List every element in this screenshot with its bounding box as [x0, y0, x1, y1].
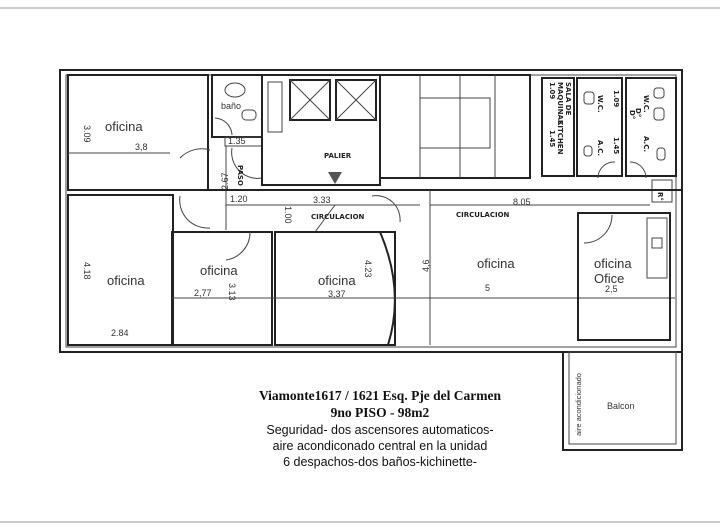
passage-dim: 2.67: [220, 172, 230, 190]
sink-icon: [651, 237, 663, 249]
machine-room-label-1: SALA DE: [564, 82, 572, 116]
kitchen-label: KITCHEN: [556, 120, 564, 155]
wc-1-walls: [576, 77, 623, 177]
riser-label: R°: [656, 192, 664, 201]
floor-caption: 9no PISO - 98m2: [330, 405, 430, 420]
circulation-right-length: 8.05: [513, 197, 531, 207]
balcony-label: Balcon: [607, 401, 635, 411]
circulation-left-width: 1.00: [283, 206, 293, 224]
bathroom-label: baño: [221, 101, 241, 111]
stairs-hatched: [379, 74, 531, 179]
circulation-right-label: CIRCULACION: [456, 211, 510, 219]
office-3-depth: 4.23: [363, 260, 373, 278]
office-3-width: 3,37: [328, 289, 346, 299]
sink-icon: [224, 82, 246, 98]
passage-width: 1.20: [230, 194, 248, 204]
office-top-left-label: oficina: [105, 119, 143, 134]
wc-1-dim-1: 1.09: [612, 90, 620, 107]
office-2-walls: [171, 231, 273, 346]
wc-2-d: D°: [634, 108, 642, 117]
office-5-width: 2,5: [605, 284, 618, 294]
address-caption: Viamonte1617 / 1621 Esq. Pje del Carmen: [258, 388, 502, 403]
sink-icon: [656, 147, 666, 161]
door-swing: [179, 148, 211, 159]
office-bottom-left-width: 2.84: [111, 328, 129, 338]
entrance-arrow-icon: [328, 172, 342, 184]
office-2-label: oficina: [200, 263, 238, 278]
circulation-left-label: CIRCULACION: [311, 213, 365, 221]
features-line-1: Seguridad- dos ascensores automaticos-: [266, 423, 494, 437]
machine-room: [541, 77, 575, 177]
machine-room-dim: 1.09: [548, 82, 556, 99]
kitchenette-counter: [646, 217, 668, 279]
wc-2-walls: [625, 77, 677, 177]
wc-1-dim-2: 1.45: [612, 137, 620, 154]
office-top-left-walls: [67, 74, 209, 191]
landing-hatched: [261, 74, 381, 186]
wc-2-label: W.C.: [642, 95, 650, 113]
wc-1-ac: A.C.: [596, 140, 604, 156]
toilet-icon: [241, 109, 257, 121]
office-5-sublabel: Ofice: [594, 271, 624, 286]
office-5-walls: [577, 212, 671, 341]
office-top-left-depth: 3.09: [82, 125, 92, 143]
toilet-icon: [653, 87, 665, 99]
office-bottom-left-label: oficina: [107, 273, 145, 288]
office-3-label: oficina: [318, 273, 356, 288]
wc-1-label: W.C.: [596, 95, 604, 113]
office-2-depth: 3.13: [227, 283, 237, 301]
toilet-icon: [653, 107, 665, 121]
elevator-1: [289, 79, 331, 121]
office-5-label: oficina: [594, 256, 632, 271]
machine-room-label-2: MAQUINAS: [556, 82, 564, 125]
circulation-left-length: 3.33: [313, 195, 331, 205]
office-top-left-width: 3,8: [135, 142, 148, 152]
outer-wall: [59, 69, 683, 353]
sink-icon: [583, 145, 593, 157]
office-4-width: 5: [485, 283, 490, 293]
office-bottom-left-depth: 4.18: [82, 262, 92, 280]
office-4-depth: 4,6: [421, 259, 431, 272]
features-line-2: aire acondiconado central en la unidad: [272, 439, 488, 453]
features-line-3: 6 despachos-dos baños-kichinette-: [283, 455, 477, 469]
wc-1-d: D°: [628, 110, 636, 119]
bathroom-dim: 1.35: [228, 136, 246, 146]
elevator-2: [335, 79, 377, 121]
kitchen-dim: 1.45: [548, 130, 556, 147]
office-4-label: oficina: [477, 256, 515, 271]
toilet-icon: [583, 91, 595, 105]
inner-wall-line: [65, 74, 677, 348]
passage-label: PASO: [236, 165, 244, 186]
office-2-width: 2,77: [194, 288, 212, 298]
landing-label: PALIER: [324, 152, 352, 160]
balcony-side-label: aire acondicionado: [574, 373, 583, 436]
wc-2-ac: A.C.: [642, 136, 650, 152]
